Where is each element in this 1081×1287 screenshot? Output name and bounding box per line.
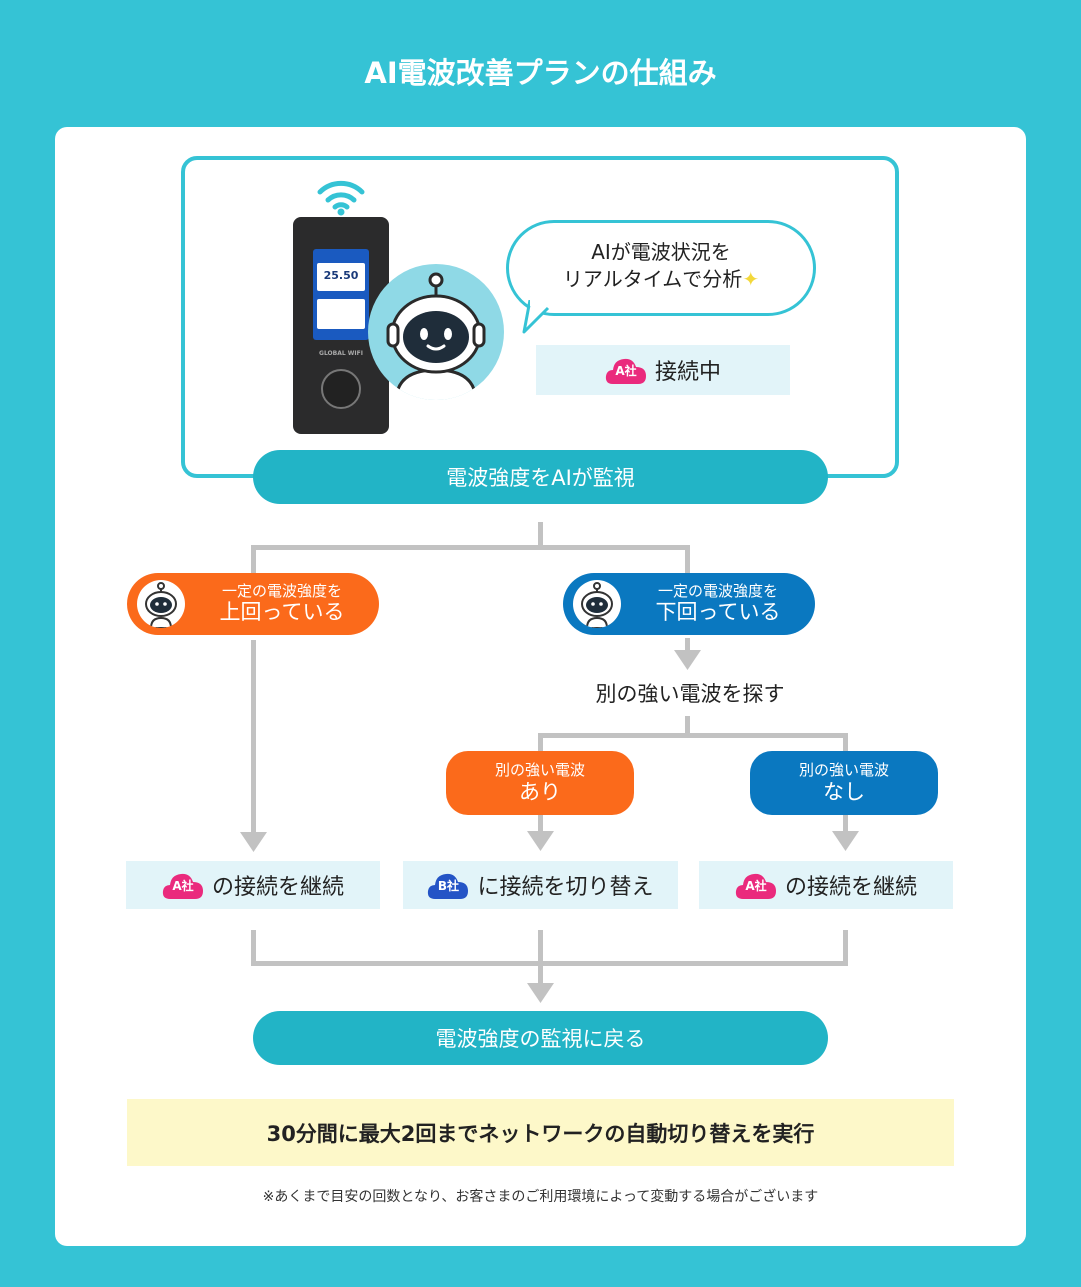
below-line-2: 下回っている xyxy=(655,600,781,625)
below-line-1: 一定の電波強度を xyxy=(657,582,778,601)
connector xyxy=(685,638,690,652)
device-button xyxy=(321,369,361,409)
arrow-down-icon xyxy=(240,832,267,852)
robot-face-icon xyxy=(137,580,185,628)
monitor-step: 電波強度をAIが監視 xyxy=(253,450,828,504)
device-brand: GLOBAL WIFI xyxy=(319,350,363,357)
speech-bubble: AIが電波状況を リアルタイムで分析✦ xyxy=(506,220,816,316)
above-line-2: 上回っている xyxy=(219,600,345,625)
current-connection-status: A社 接続中 xyxy=(536,345,790,395)
connector xyxy=(843,733,848,751)
above-line-1: 一定の電波強度を xyxy=(221,582,342,601)
result-right-text: の接続を継続 xyxy=(784,875,917,900)
switch-limit-note: 30分間に最大2回までネットワークの自動切り替えを実行 xyxy=(127,1099,954,1166)
connector xyxy=(251,930,256,966)
connector xyxy=(843,815,848,833)
connector xyxy=(251,545,256,575)
arrow-down-icon xyxy=(832,831,859,851)
connector xyxy=(251,961,848,966)
footnote: ※あくまで目安の回数となり、お客さまのご利用環境によって変動する場合がございます xyxy=(262,1189,819,1205)
bubble-line-2: リアルタイムで分析 xyxy=(562,267,743,291)
robot-avatar-icon xyxy=(368,264,504,400)
bubble-tail xyxy=(522,300,550,334)
connector xyxy=(538,815,543,833)
current-connection-text: 接続中 xyxy=(654,360,721,385)
result-mid-text: に接続を切り替え xyxy=(477,875,654,900)
carrier-a-badge: A社 xyxy=(735,870,777,900)
arrow-down-icon xyxy=(527,983,554,1003)
carrier-b-badge: B社 xyxy=(427,870,469,900)
connector xyxy=(251,545,690,550)
wifi-icon xyxy=(317,180,365,216)
bubble-line-1: AIが電波状況を xyxy=(591,240,731,264)
return-to-monitor-step: 電波強度の監視に戻る xyxy=(253,1011,828,1065)
result-continue-a-right: A社 の接続を継続 xyxy=(699,861,953,909)
page-title: AI電波改善プランの仕組み xyxy=(364,56,717,90)
result-continue-a-left: A社 の接続を継続 xyxy=(126,861,380,909)
found-line-1: 別の強い電波 xyxy=(494,760,585,779)
device-screen-value: 25.50 xyxy=(323,269,359,282)
signal-found-pill: 別の強い電波 あり xyxy=(446,751,634,815)
above-threshold-pill: 一定の電波強度を 上回っている xyxy=(127,573,379,635)
notfound-line-1: 別の強い電波 xyxy=(798,760,889,779)
connector xyxy=(685,716,690,736)
notfound-line-2: なし xyxy=(823,780,865,805)
below-threshold-pill: 一定の電波強度を 下回っている xyxy=(563,573,815,635)
connector xyxy=(843,930,848,966)
signal-not-found-pill: 別の強い電波 なし xyxy=(750,751,938,815)
found-line-2: あり xyxy=(519,780,561,805)
connector xyxy=(251,640,256,835)
device-screen: 25.50 xyxy=(313,249,369,340)
carrier-a-badge: A社 xyxy=(162,870,204,900)
connector xyxy=(685,545,690,575)
robot-face-icon xyxy=(573,580,621,628)
arrow-down-icon xyxy=(527,831,554,851)
result-left-text: の接続を継続 xyxy=(211,875,344,900)
connector xyxy=(538,522,543,548)
connector xyxy=(538,733,848,738)
connector xyxy=(538,733,543,751)
sparkle-icon: ✦ xyxy=(742,267,760,291)
result-switch-to-b: B社 に接続を切り替え xyxy=(403,861,678,909)
search-step-label: 別の強い電波を探す xyxy=(595,682,785,706)
connector xyxy=(538,930,543,985)
carrier-a-badge: A社 xyxy=(605,355,647,385)
arrow-down-icon xyxy=(674,650,701,670)
